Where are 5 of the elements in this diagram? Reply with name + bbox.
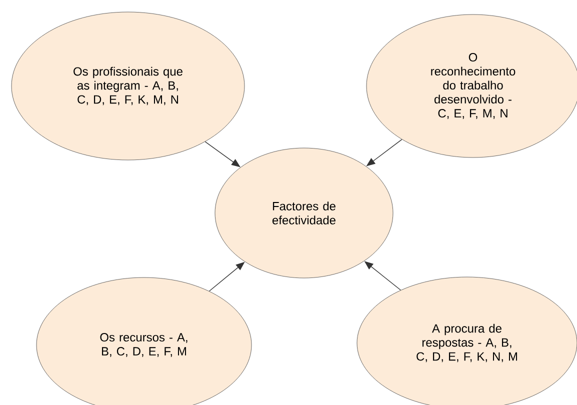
ellipse-node: A procura de respostas - A, B, C, D, E, F, K, N, M	[356, 276, 577, 405]
ellipse-node: Factores de efectividade	[214, 148, 394, 278]
ellipse-node: Os recursos - A, B, C, D, E, F, M	[36, 277, 252, 405]
ellipse-node: O reconhecimento do trabalho desenvolvido - C, E, F, M, N	[366, 14, 577, 158]
ellipse-node: Os profissionais que as integram - A, B, C, D, E, F, K, M, N	[11, 12, 245, 160]
